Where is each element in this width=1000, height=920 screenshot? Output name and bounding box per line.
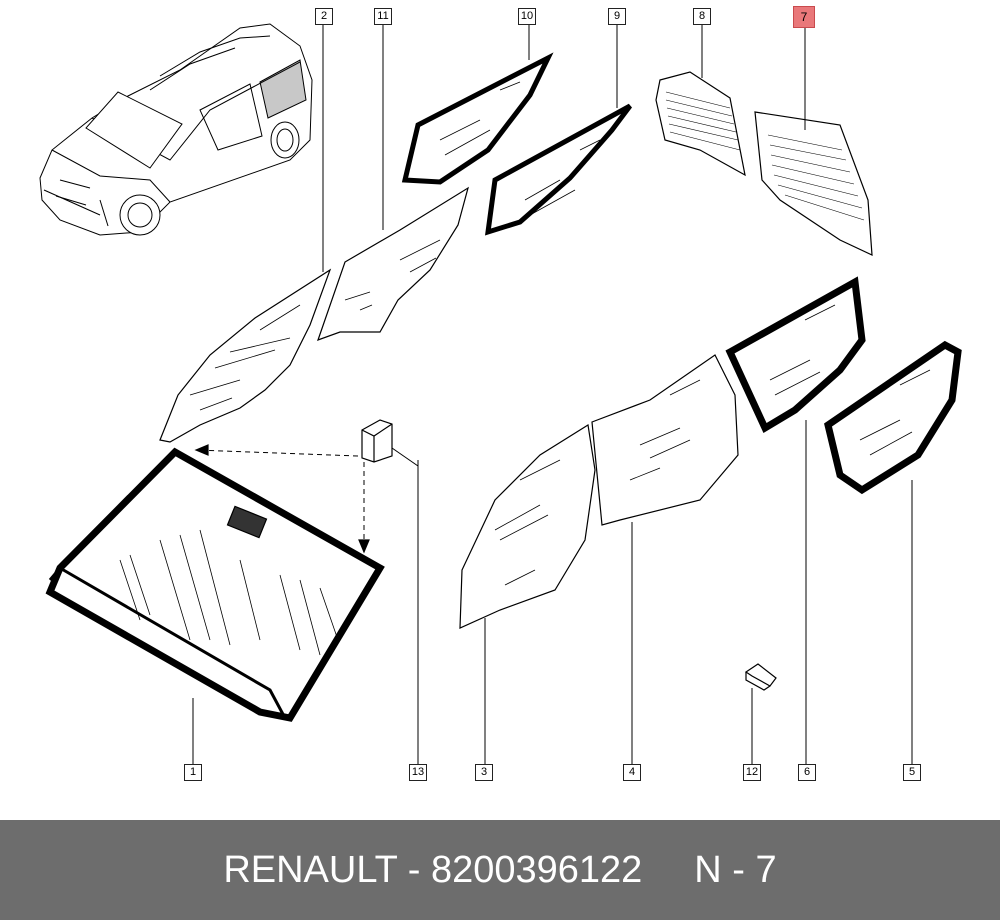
callout-6: 6 [798, 764, 816, 781]
part-8-heater-grid [665, 91, 741, 151]
part-1-sensor-patch [226, 505, 268, 539]
callout-2: 2 [315, 8, 333, 25]
callout-5: 5 [903, 764, 921, 781]
part-12-clip [744, 663, 777, 691]
part-number-footer: RENAULT - 8200396122 N - 7 [0, 820, 1000, 920]
callout-1: 1 [184, 764, 202, 781]
callout-3: 3 [475, 764, 493, 781]
part-11-glass [317, 186, 469, 341]
part-2-glass [159, 268, 332, 443]
part-2-reflection-lines [189, 304, 301, 411]
brand-part-number: RENAULT - 8200396122 [223, 848, 643, 891]
part-3-glass [459, 424, 596, 629]
mounting-dashed-arrows [195, 449, 365, 545]
callout-10: 10 [518, 8, 536, 25]
glass-parts-diagram [39, 23, 962, 764]
callout-9: 9 [608, 8, 626, 25]
callout-13: 13 [409, 764, 427, 781]
part-7-glass [754, 111, 873, 256]
callout-7-highlighted: 7 [793, 6, 815, 28]
part-7-heater-grid [767, 134, 865, 221]
part-1-windshield [45, 447, 385, 722]
callout-8: 8 [693, 8, 711, 25]
callout-4: 4 [623, 764, 641, 781]
callout-leader-lines [192, 25, 913, 764]
part-1-reflection-lines [119, 529, 339, 656]
part-5-glass [824, 340, 962, 495]
part-9-glass [484, 103, 632, 236]
vehicle-illustration [39, 23, 313, 236]
part-6-glass [725, 276, 866, 434]
callout-12: 12 [743, 764, 761, 781]
part-10-glass [401, 52, 554, 185]
callout-11: 11 [374, 8, 392, 25]
diagram-reference: N - 7 [694, 848, 777, 891]
part-13-block [361, 419, 393, 463]
part-4-glass [591, 354, 739, 526]
